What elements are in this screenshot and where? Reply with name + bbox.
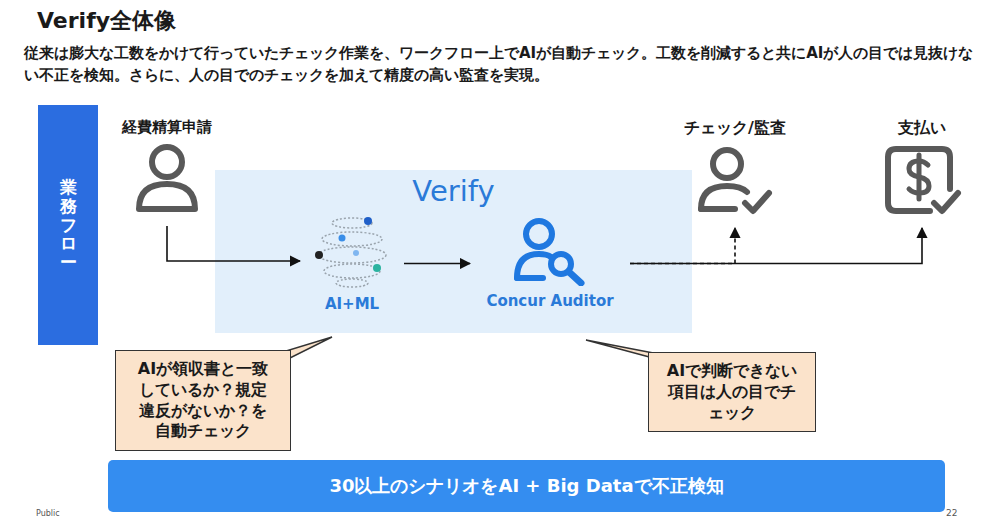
classification-mark: Public	[36, 509, 60, 518]
payment-icon	[882, 143, 962, 219]
flow-arrow	[167, 226, 300, 261]
icon	[513, 214, 587, 286]
node-text: AIが領収書と一致しているか？規定違反がないか？を自動チェック	[132, 359, 274, 442]
node-text: 業務フロー	[60, 178, 77, 271]
flow-arrow	[404, 263, 470, 265]
icon	[695, 143, 775, 215]
payment-node: 支払い	[872, 118, 972, 228]
flow-band: 業務フロー	[38, 105, 98, 345]
node-text: Concur Auditor	[486, 292, 613, 310]
check-node: チェック/監査	[660, 118, 810, 228]
page-number: 22	[946, 508, 957, 518]
flow-arrow	[630, 228, 735, 264]
node-text: 経費精算申請	[122, 118, 212, 137]
node-text: 支払い	[898, 118, 946, 139]
actor-node: 経費精算申請	[100, 118, 234, 226]
flow-arrow	[630, 228, 922, 264]
person-icon	[132, 141, 202, 213]
title: Verify全体像	[37, 6, 176, 36]
ai-node: AI+ML	[300, 205, 404, 317]
icon	[132, 141, 202, 213]
node-text: AI+ML	[325, 295, 379, 313]
auditor-node: Concur Auditor	[470, 210, 630, 317]
summary-band: 30以上のシナリオをAI + Big Dataで不正検知	[108, 460, 945, 512]
auditor-icon	[513, 214, 587, 286]
subtitle: 従来は膨大な工数をかけて行っていたチェック作業を、ワークフロー上でAIが自動チェ…	[24, 42, 979, 86]
node-text: 30以上のシナリオをAI + Big Dataで不正検知	[329, 474, 723, 498]
icon	[882, 143, 962, 219]
verify-region: VerifyAI+ML Concur Auditor	[215, 170, 692, 333]
person-check-icon	[695, 143, 775, 215]
ai-ml-icon	[312, 209, 392, 291]
callout-box: AIが領収書と一致しているか？規定違反がないか？を自動チェック	[115, 350, 291, 451]
node-text: AIで判断できない項目は人の目でチェック	[665, 361, 799, 423]
node-text: チェック/監査	[684, 118, 786, 139]
node-text: Verify	[215, 174, 692, 208]
callout-box: AIで判断できない項目は人の目でチェック	[648, 352, 816, 432]
icon	[312, 209, 392, 291]
